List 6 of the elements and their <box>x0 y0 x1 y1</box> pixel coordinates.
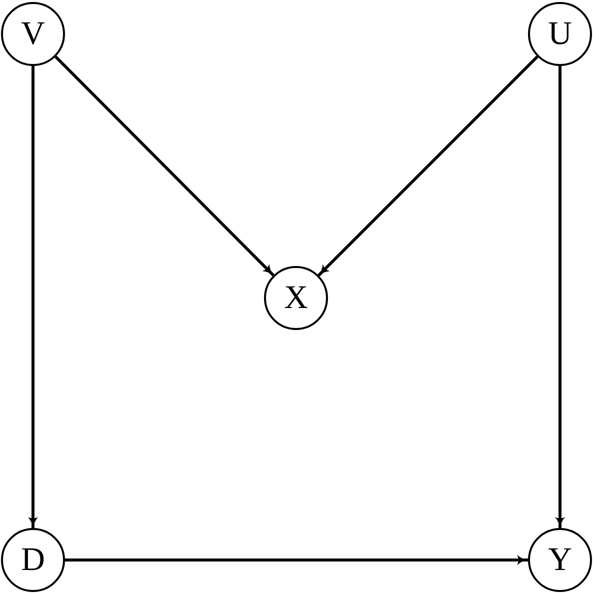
variable-label: V <box>21 18 45 50</box>
variable-label: D <box>21 544 45 576</box>
variable-label: U <box>548 18 572 50</box>
variable-label: Y <box>548 544 572 576</box>
variable-circle <box>264 266 328 330</box>
variable-label: X <box>284 282 308 314</box>
